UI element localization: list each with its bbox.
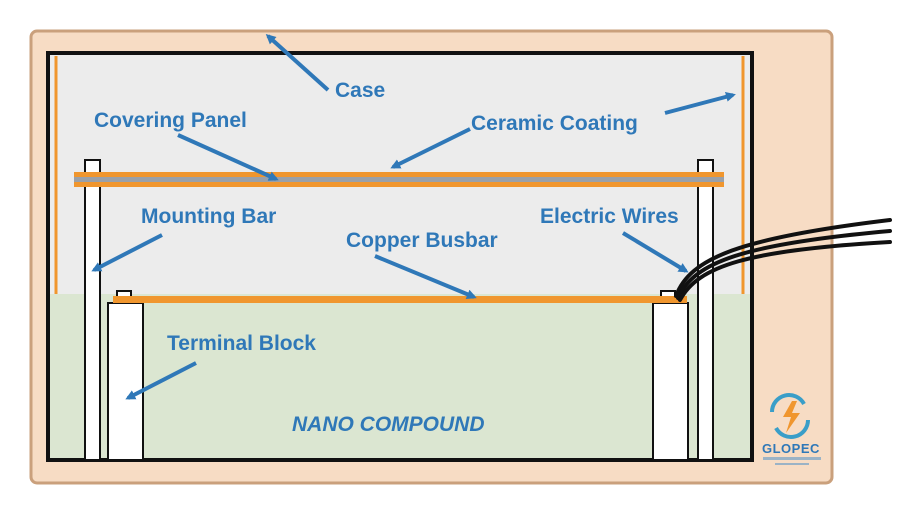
mounting-bar-right: [697, 159, 714, 461]
label-ceramic-coating: Ceramic Coating: [471, 112, 638, 135]
arrow-ceramic-coating: [390, 127, 471, 169]
label-copper-busbar: Copper Busbar: [346, 229, 498, 252]
copper-busbar: [113, 296, 687, 303]
arrow-electric-wires: [621, 231, 689, 273]
arrow-ceramic-coating-wall: [664, 91, 736, 115]
label-terminal-block: Terminal Block: [167, 332, 316, 355]
label-case: Case: [335, 79, 386, 102]
covering-panel-bottom-strip: [74, 182, 724, 187]
callout-arrows: [91, 33, 736, 400]
terminal-block-left: [107, 302, 144, 461]
arrow-case: [265, 33, 330, 92]
mounting-bar-left: [84, 159, 101, 461]
covering-panel-top-strip: [74, 172, 724, 177]
label-nano-compound: NANO COMPOUND: [292, 413, 485, 436]
arrow-copper-busbar: [374, 254, 477, 299]
label-electric-wires: Electric Wires: [540, 205, 679, 228]
covering-panel: [74, 177, 724, 182]
label-covering-panel: Covering Panel: [94, 109, 247, 132]
logo-subtag: [775, 463, 809, 465]
terminal-block-right: [652, 302, 689, 461]
arrow-mounting-bar: [91, 233, 163, 272]
arrow-covering-panel: [177, 133, 279, 181]
label-mounting-bar: Mounting Bar: [141, 205, 277, 228]
electric-wires: [674, 218, 892, 302]
lightning-recycle-icon: [770, 393, 810, 439]
arrow-terminal-block: [125, 361, 197, 400]
logo-tagline: [763, 457, 821, 460]
logo-wordmark: GLOPEC: [762, 441, 820, 456]
